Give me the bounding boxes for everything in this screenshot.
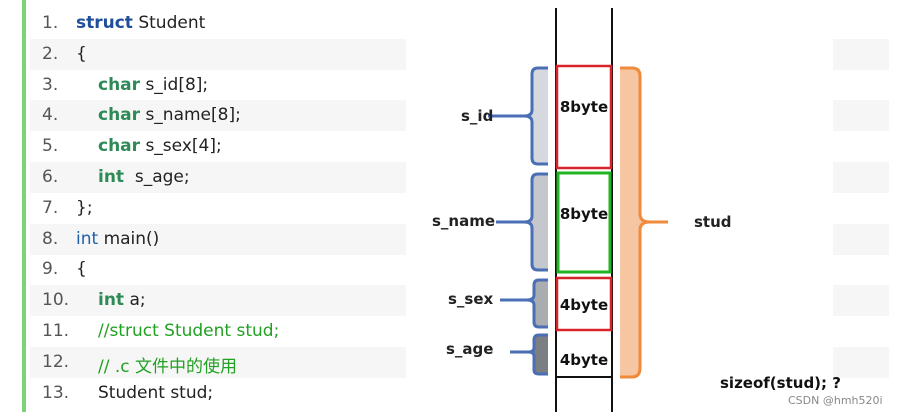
code-token: main() (98, 228, 160, 249)
code-line: 10. int a; (30, 285, 406, 317)
code-line: 6. int s_age; (30, 162, 406, 193)
s-name-cell (556, 171, 612, 274)
code-token: Student (132, 13, 206, 33)
stud-label: stud (694, 213, 732, 231)
code-text: struct Student (76, 13, 205, 33)
line-number: 8. (42, 228, 59, 249)
code-keyword: int (76, 228, 99, 249)
s-id-size: 8byte (560, 98, 608, 116)
code-text: { (76, 259, 87, 279)
code-token: }; (76, 197, 93, 218)
code-line: 1. struct Student (30, 8, 406, 39)
code-token: s_name[8]; (140, 105, 241, 126)
s-sex-cell (555, 276, 613, 332)
line-number: 10. (42, 290, 70, 311)
row-shade (833, 223, 889, 255)
line-number: 6. (42, 167, 59, 187)
code-text: }; (76, 198, 93, 218)
s-age-brace-fill (528, 335, 548, 374)
code-text: int main() (76, 229, 159, 249)
code-line: 2. { (30, 38, 406, 70)
code-line: 3. char s_id[8]; (30, 70, 406, 101)
s-sex-size: 4byte (560, 296, 608, 314)
line-number: 3. (42, 74, 59, 95)
code-text: // .c 文件中的使用 (76, 352, 237, 377)
line-number: 12. (42, 351, 70, 372)
line-number: 5. (42, 136, 59, 157)
s-age-size: 4byte (560, 351, 608, 369)
code-keyword: char (98, 74, 141, 95)
code-text: //struct Student stud; (76, 321, 279, 341)
stud-brace-fill (620, 68, 650, 377)
line-number: 11. (42, 321, 70, 341)
code-token: { (76, 43, 87, 64)
code-line: 8. int main() (30, 223, 406, 255)
code-text: char s_sex[4]; (76, 136, 222, 156)
code-keyword: char (98, 136, 141, 157)
row-shade (833, 38, 889, 70)
code-token: Student stud; (98, 382, 214, 403)
code-line: 5. char s_sex[4]; (30, 131, 406, 162)
code-token: s_id[8]; (140, 74, 209, 95)
code-line: 12. // .c 文件中的使用 (30, 346, 406, 378)
code-text: char s_name[8]; (76, 105, 241, 125)
watermark: CSDN @hmh520i (788, 394, 883, 407)
code-token: a; (124, 290, 146, 311)
code-text: char s_id[8]; (76, 75, 208, 95)
s-id-label: s_id (461, 107, 493, 125)
code-text: Student stud; (76, 383, 213, 403)
code-line: 4. char s_name[8]; (30, 100, 406, 132)
row-shade (833, 100, 889, 132)
code-line: 9. { (30, 254, 406, 285)
s-age-label: s_age (446, 340, 493, 358)
code-line: 13. Student stud; (30, 378, 406, 409)
gutter-bar (22, 0, 26, 412)
code-token: { (76, 259, 87, 280)
s-name-brace-fill (524, 174, 548, 270)
code-line: 11. //struct Student stud; (30, 316, 406, 347)
line-number: 13. (42, 382, 70, 403)
row-shade (833, 346, 889, 378)
code-text: { (76, 44, 87, 64)
line-number: 1. (42, 13, 59, 33)
code-token: s_age; (124, 167, 190, 187)
row-shade (833, 285, 889, 317)
s-name-label: s_name (432, 212, 495, 230)
line-number: 9. (42, 259, 59, 280)
code-comment: // .c 文件中的使用 (98, 356, 238, 377)
code-listing: 1. struct Student 2. {3. char s_id[8]; 4. char… (0, 0, 420, 412)
code-text: int a; (76, 290, 146, 310)
code-keyword: struct (76, 13, 133, 33)
line-number: 2. (42, 43, 59, 64)
line-number: 4. (42, 105, 59, 126)
code-comment: //struct Student stud; (98, 321, 280, 341)
s-name-size: 8byte (560, 205, 608, 223)
s-id-cell (555, 64, 613, 170)
code-keyword: char (98, 105, 141, 126)
s-sex-label: s_sex (448, 290, 494, 308)
code-keyword: int (98, 167, 125, 187)
s-id-brace-fill (524, 68, 548, 164)
s-sex-brace-fill (527, 280, 548, 327)
code-token: s_sex[4]; (140, 136, 222, 157)
sizeof-question: sizeof(stud); ? (720, 374, 841, 392)
code-text: int s_age; (76, 167, 190, 187)
code-line: 7.}; (30, 193, 406, 224)
row-shade (833, 162, 889, 193)
line-number: 7. (42, 197, 59, 218)
code-keyword: int (98, 290, 125, 311)
